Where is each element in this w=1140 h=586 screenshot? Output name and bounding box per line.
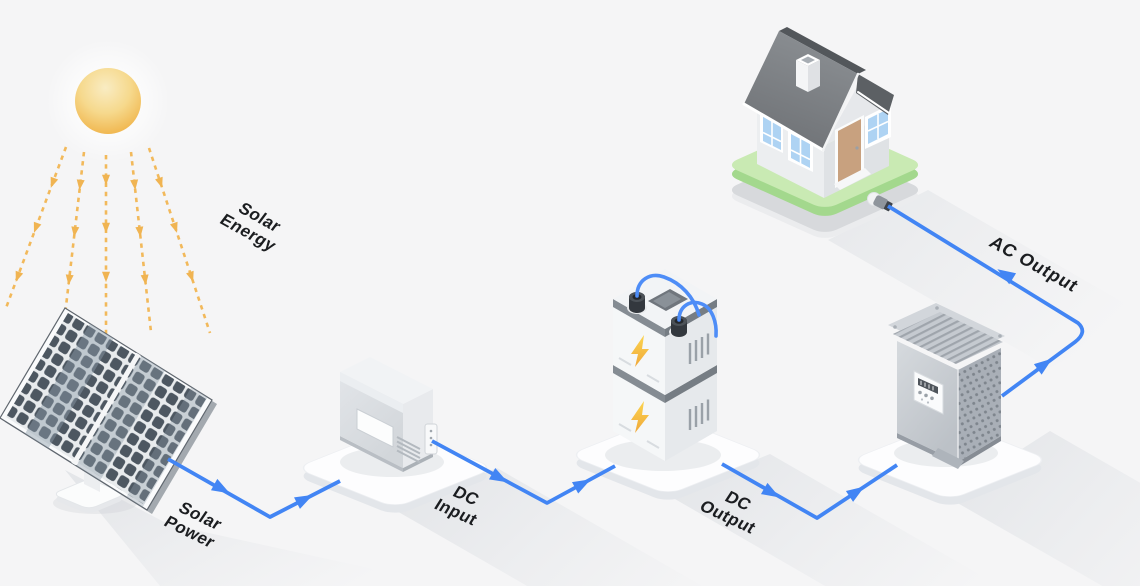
sun xyxy=(46,39,170,163)
battery-vents xyxy=(688,333,710,430)
ground-shadows xyxy=(65,190,1140,586)
battery-bank xyxy=(613,269,718,461)
flow-arrow-ac-output xyxy=(887,204,1085,398)
house-roof xyxy=(742,27,894,152)
battery-labels xyxy=(618,357,660,449)
inverter-display xyxy=(913,370,944,415)
house xyxy=(725,27,925,241)
flow-arrow-dc-output xyxy=(721,462,899,520)
inverter xyxy=(888,303,1005,469)
house-door xyxy=(834,115,871,190)
controller-output-port xyxy=(424,423,438,455)
solar-panel-stand xyxy=(53,447,137,514)
house-chimney xyxy=(796,54,820,92)
flow-arrow-dc-input xyxy=(431,439,616,505)
sun-rays xyxy=(4,146,212,335)
house-power-plug xyxy=(867,192,893,212)
charge-controller xyxy=(340,357,438,472)
flow-connectors xyxy=(167,204,1085,520)
solar-panel xyxy=(0,307,217,514)
flow-arrow-solar-power xyxy=(167,457,341,519)
panel-reflection xyxy=(25,323,208,508)
controller-vents xyxy=(396,436,421,464)
controller-display xyxy=(356,408,394,448)
battery-cables xyxy=(635,273,718,338)
